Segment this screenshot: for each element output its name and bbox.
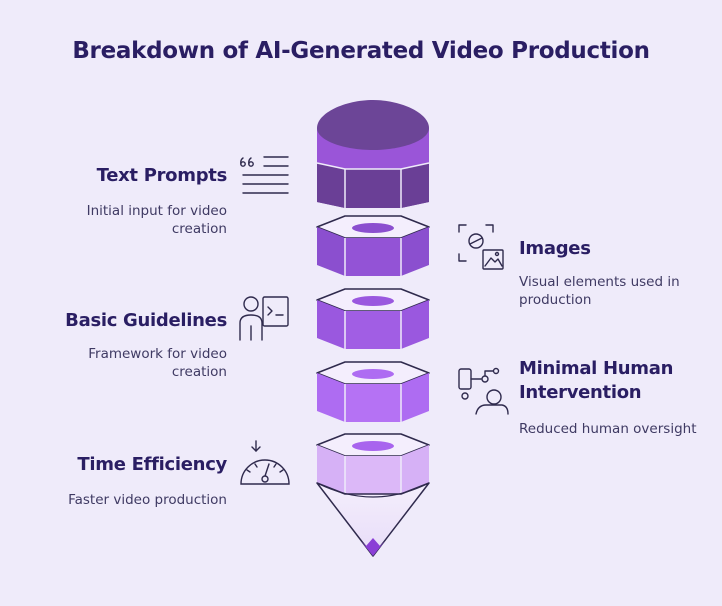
- speedometer-icon: [240, 440, 290, 485]
- time-efficiency-desc: Faster video production: [68, 492, 227, 508]
- text-prompts-desc-line1: Initial input for video: [86, 203, 227, 219]
- text-prompts-desc-line2: creation: [171, 221, 227, 237]
- robot-arm-person-icon: [458, 367, 509, 415]
- segment-time-efficiency: [316, 433, 430, 494]
- basic-guidelines-desc-line1: Framework for video: [88, 346, 227, 362]
- images-title: Images: [519, 238, 591, 259]
- image-scan-icon: [458, 224, 504, 270]
- minimal-human-title-line1: Minimal Human: [519, 358, 674, 379]
- images-desc-line2: production: [519, 292, 592, 308]
- basic-guidelines-title: Basic Guidelines: [65, 310, 227, 331]
- images-desc-line1: Visual elements used in: [519, 274, 680, 290]
- pencil-tip: [316, 482, 430, 557]
- minimal-human-desc: Reduced human oversight: [519, 421, 697, 437]
- minimal-human-title-line2: Intervention: [519, 382, 642, 403]
- person-terminal-icon: [239, 296, 289, 341]
- time-efficiency-title: Time Efficiency: [77, 454, 227, 475]
- segment-images: [316, 215, 430, 276]
- segment-text-prompts: [316, 100, 430, 208]
- quote-text-icon: [240, 156, 289, 194]
- text-prompts-title: Text Prompts: [96, 165, 228, 186]
- segment-basic-guidelines: [316, 288, 430, 349]
- segment-minimal-human-intervention: [316, 361, 430, 422]
- basic-guidelines-desc-line2: creation: [171, 364, 227, 380]
- diagram-title: Breakdown of AI-Generated Video Producti…: [72, 38, 650, 64]
